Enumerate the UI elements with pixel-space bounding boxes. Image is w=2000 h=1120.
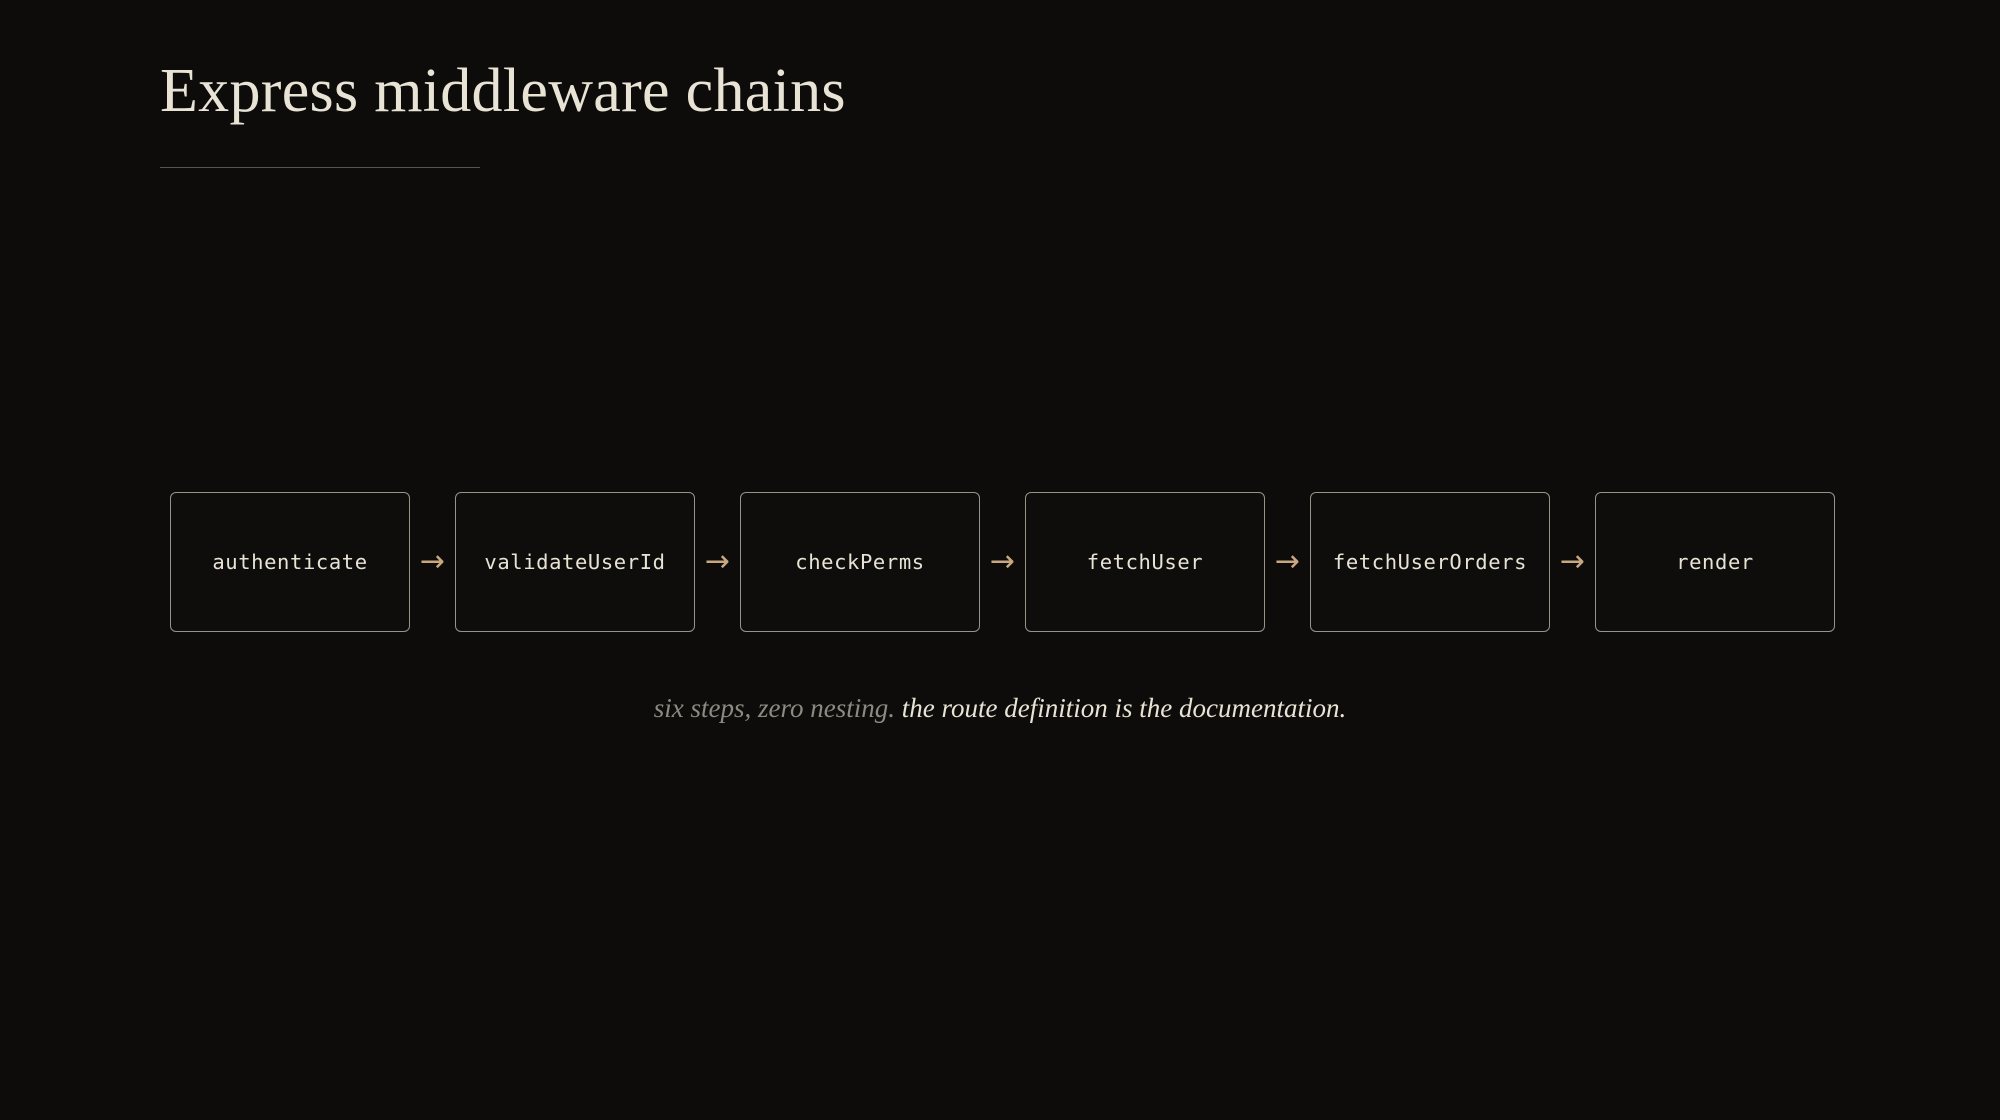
arrow-right-icon: → — [989, 544, 1016, 579]
caption-main-text: the route definition is the documentatio… — [901, 693, 1347, 723]
flow-node-fetchuserorders[interactable]: fetchUserOrders — [1310, 492, 1550, 632]
arrow-right-icon: → — [419, 544, 446, 579]
slide-header: Express middleware chains — [160, 60, 1860, 168]
flow-node-label: fetchUser — [1086, 549, 1204, 574]
middleware-chain-flow: authenticate → validateUserId → checkPer… — [170, 492, 1835, 632]
page-title: Express middleware chains — [160, 57, 846, 125]
flow-node-validateuserid[interactable]: validateUserId — [455, 492, 695, 632]
flow-node-fetchuser[interactable]: fetchUser — [1025, 492, 1265, 632]
slide-caption: six steps, zero nesting. the route defin… — [0, 690, 2000, 726]
flow-node-checkperms[interactable]: checkPerms — [740, 492, 980, 632]
arrow-right-icon: → — [1274, 544, 1301, 579]
flow-node-label: authenticate — [212, 549, 368, 574]
flow-node-label: fetchUserOrders — [1332, 549, 1528, 574]
caption-lead-text: six steps, zero nesting. — [653, 693, 896, 723]
flow-node-authenticate[interactable]: authenticate — [170, 492, 410, 632]
arrow-right-icon: → — [1559, 544, 1586, 579]
flow-node-label: validateUserId — [484, 549, 666, 574]
flow-node-label: checkPerms — [795, 549, 925, 574]
flow-node-render[interactable]: render — [1595, 492, 1835, 632]
arrow-right-icon: → — [704, 544, 731, 579]
title-divider — [160, 167, 480, 168]
flow-node-label: render — [1676, 549, 1754, 574]
